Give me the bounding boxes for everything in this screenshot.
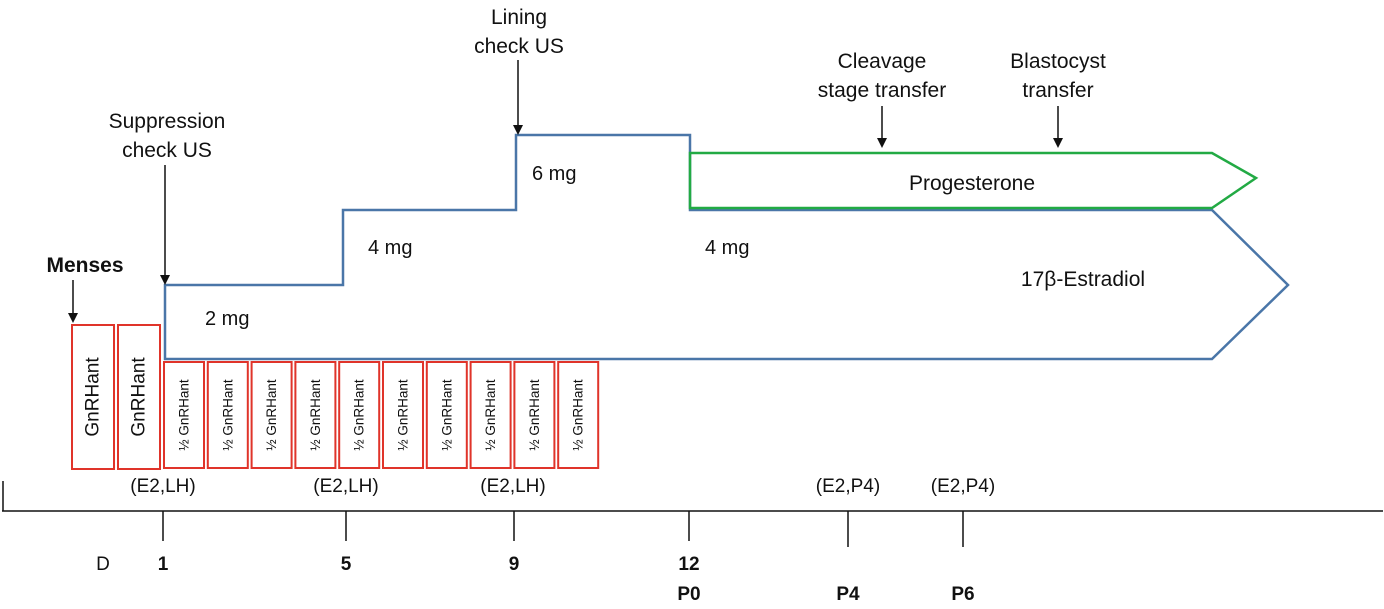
dose-label-4mg-maintenance: 4 mg <box>705 237 749 259</box>
gnrh-half-dose-label: ½ GnRHant <box>396 379 411 451</box>
gnrh-half-dose-box: ½ GnRHant <box>382 361 424 469</box>
timeline-day-prefix: D <box>96 554 110 575</box>
gnrh-half-dose-label: ½ GnRHant <box>439 379 454 451</box>
timeline-day-label: 9 <box>509 554 520 575</box>
menses-label: Menses <box>46 254 123 277</box>
cleavage-transfer-label-line2: stage transfer <box>818 79 946 102</box>
gnrh-full-dose-label: GnRHant <box>129 357 150 437</box>
gnrh-half-dose-box: ½ GnRHant <box>513 361 556 469</box>
gnrh-full-dose-box-outline <box>71 324 115 470</box>
lab-draw-label: (E2,LH) <box>313 476 378 497</box>
gnrh-half-dose-box-outline <box>469 361 512 469</box>
suppression-check-label-line2: check US <box>122 139 212 162</box>
gnrh-half-dose-box: ½ GnRHant <box>206 361 249 469</box>
gnrh-half-dose-box: ½ GnRHant <box>425 361 468 469</box>
dose-label-2mg: 2 mg <box>205 308 249 330</box>
gnrh-half-dose-label: ½ GnRHant <box>264 379 279 451</box>
timeline-day-label: 12 <box>678 554 699 575</box>
gnrh-half-dose-box: ½ GnRHant <box>294 361 337 469</box>
progesterone-label: Progesterone <box>909 172 1035 195</box>
gnrh-half-dose-label: ½ GnRHant <box>220 379 235 451</box>
gnrh-half-dose-label: ½ GnRHant <box>571 379 586 451</box>
blastocyst-transfer-label-line1: Blastocyst <box>1010 50 1106 73</box>
timeline-progesterone-day-label: P4 <box>836 584 860 605</box>
gnrh-half-dose-label: ½ GnRHant <box>352 379 367 451</box>
gnrh-half-dose-box: ½ GnRHant <box>250 361 293 469</box>
lab-draw-label: (E2,LH) <box>130 476 195 497</box>
gnrh-half-dose-label: ½ GnRHant <box>308 379 323 451</box>
lining-check-label-line1: Lining <box>491 6 547 29</box>
cleavage-transfer-label-line1: Cleavage <box>838 50 927 73</box>
timeline-progesterone-day-label: P0 <box>677 584 700 605</box>
gnrh-half-dose-box-outline <box>513 361 556 469</box>
timeline-day-label: 1 <box>158 554 169 575</box>
gnrh-half-dose-box-outline <box>294 361 337 469</box>
blastocyst-transfer-label-line2: transfer <box>1022 79 1093 102</box>
dose-label-6mg: 6 mg <box>532 163 576 185</box>
gnrh-half-dose-box-outline <box>382 361 424 469</box>
timeline-progesterone-day-label: P6 <box>951 584 974 605</box>
gnrh-half-dose-label: ½ GnRHant <box>527 379 542 451</box>
gnrh-antagonist-boxes: GnRHant GnRHant ½ GnRHant ½ GnRHant ½ GnRHan… <box>71 324 600 470</box>
gnrh-half-dose-label: ½ GnRHant <box>177 379 192 451</box>
progesterone-arrow-shape <box>688 151 1259 210</box>
gnrh-half-dose-box-outline <box>163 361 205 469</box>
gnrh-half-dose-box: ½ GnRHant <box>469 361 512 469</box>
gnrh-half-dose-box-outline <box>557 361 600 469</box>
gnrh-half-dose-box-outline <box>425 361 468 469</box>
lining-check-label-line2: check US <box>474 35 564 58</box>
timeline-day-label: 5 <box>341 554 352 575</box>
estradiol-label: 17β-Estradiol <box>1021 268 1145 291</box>
gnrh-half-dose-box: ½ GnRHant <box>163 361 205 469</box>
gnrh-half-dose-box: ½ GnRHant <box>557 361 600 469</box>
gnrh-half-dose-box-outline <box>250 361 293 469</box>
gnrh-half-dose-box-outline <box>206 361 249 469</box>
gnrh-half-dose-label: ½ GnRHant <box>483 379 498 451</box>
gnrh-full-dose-box: GnRHant <box>71 324 115 470</box>
lab-draw-label: (E2,P4) <box>931 476 995 497</box>
gnrh-full-dose-box: GnRHant <box>117 324 161 470</box>
gnrh-half-dose-box-outline <box>338 361 381 469</box>
suppression-check-label-line1: Suppression <box>109 110 226 133</box>
lab-draw-label: (E2,P4) <box>816 476 880 497</box>
lab-draw-label: (E2,LH) <box>480 476 545 497</box>
gnrh-half-dose-box: ½ GnRHant <box>338 361 381 469</box>
gnrh-full-dose-label: GnRHant <box>83 357 104 437</box>
gnrh-full-dose-box-outline <box>117 324 161 470</box>
dose-label-4mg-rise: 4 mg <box>368 237 412 259</box>
